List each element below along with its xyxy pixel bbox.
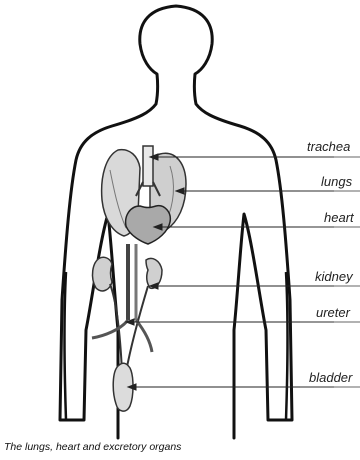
label-heart: heart: [324, 210, 354, 225]
heart-organ: [126, 206, 171, 244]
label-kidney: kidney: [315, 269, 353, 284]
right-arm-inner-line: [286, 272, 288, 420]
label-trachea: trachea: [307, 139, 350, 154]
right-kidney: [146, 258, 162, 288]
body-outline: [60, 6, 292, 438]
figure-caption: The lungs, heart and excretory organs: [4, 441, 181, 453]
iliac-vessels: [92, 320, 152, 352]
label-ureter: ureter: [316, 305, 350, 320]
label-bladder: bladder: [309, 370, 352, 385]
left-arm-inner-line: [65, 272, 67, 420]
label-lungs: lungs: [321, 174, 352, 189]
left-kidney: [93, 257, 112, 291]
trachea-organ: [143, 146, 153, 186]
